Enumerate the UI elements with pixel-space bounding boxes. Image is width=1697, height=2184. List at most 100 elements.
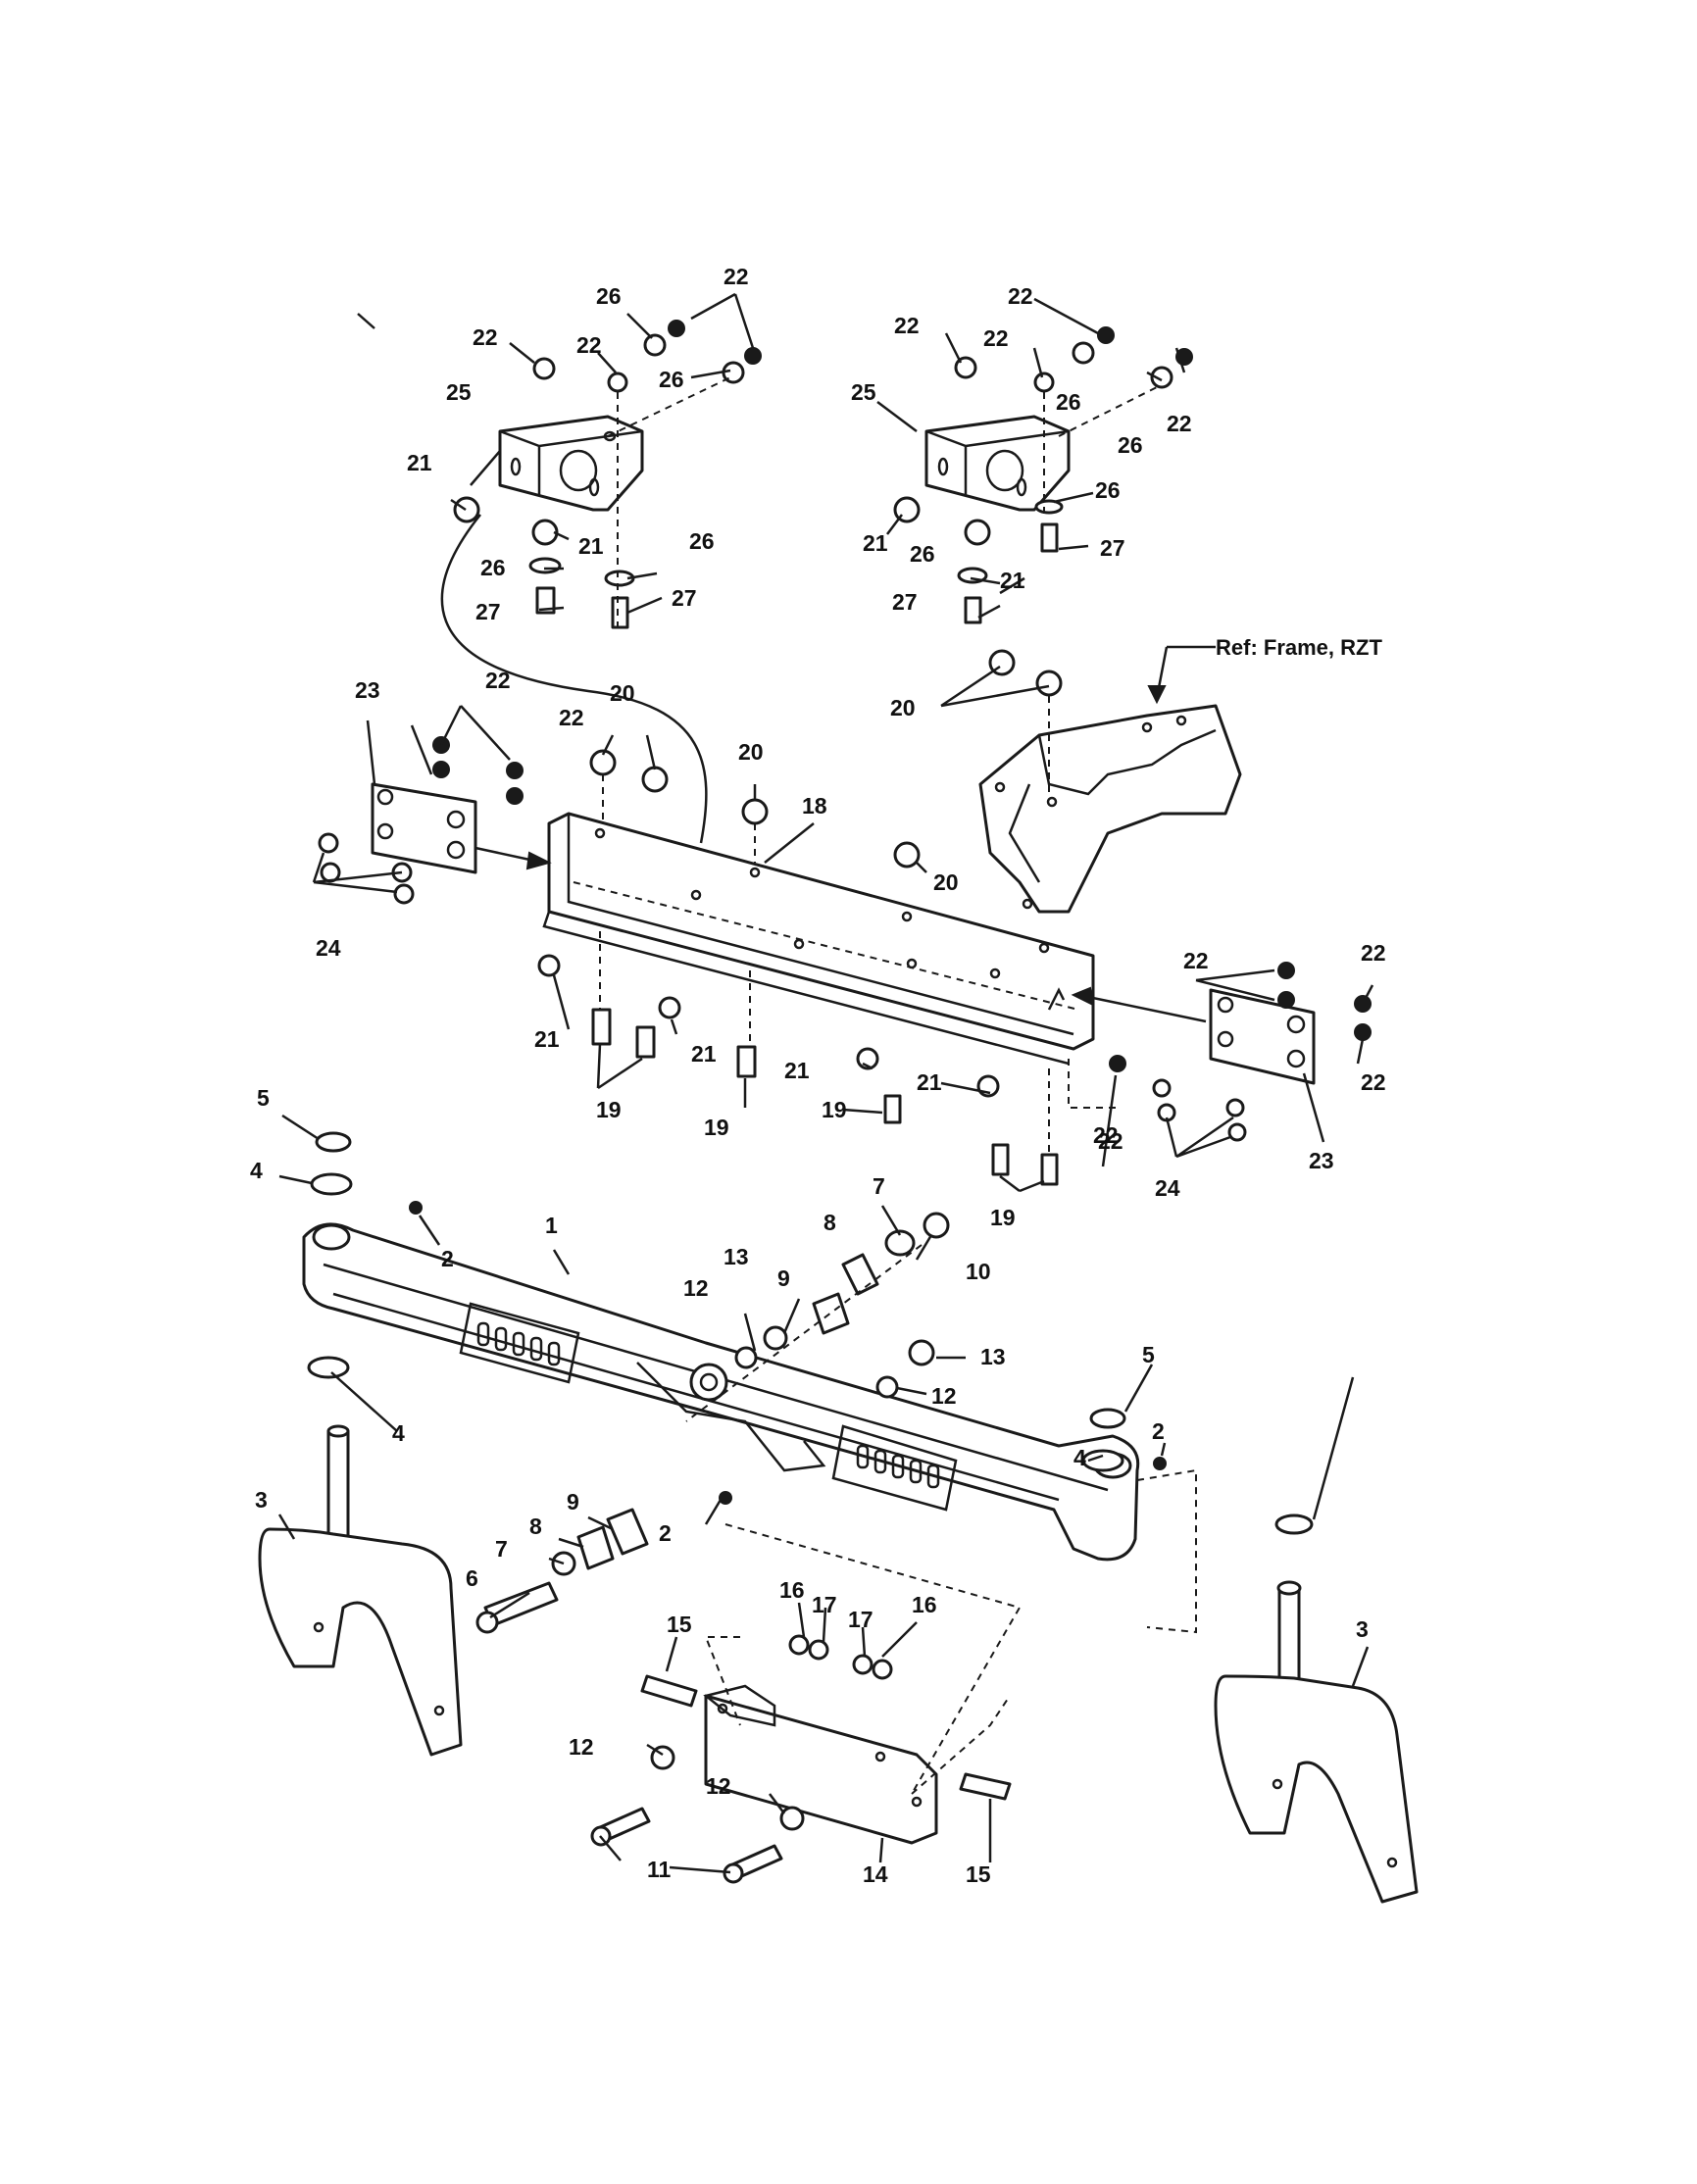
- bracket-14: [590, 1523, 1022, 1884]
- right-upper-bracket-group: [893, 326, 1193, 624]
- callout-3: 3: [255, 1487, 268, 1513]
- callout-10: 10: [966, 1259, 991, 1284]
- callout-21: 21: [407, 450, 432, 475]
- callout-6: 6: [466, 1565, 478, 1591]
- callout-23: 23: [1309, 1148, 1334, 1173]
- callout-15: 15: [667, 1612, 692, 1637]
- callout-21: 21: [784, 1058, 810, 1083]
- callout-15: 15: [966, 1861, 991, 1887]
- callout-13: 13: [724, 1244, 749, 1269]
- axle-1: [302, 1201, 1167, 1562]
- callout-12: 12: [683, 1275, 709, 1301]
- callout-27: 27: [892, 589, 918, 615]
- frame-reference: Ref: Frame, RZT: [978, 635, 1382, 914]
- callout-23: 23: [355, 677, 380, 703]
- callout-19: 19: [596, 1097, 622, 1122]
- callout-4: 4: [250, 1158, 263, 1183]
- callout-8: 8: [824, 1210, 836, 1235]
- callout-20: 20: [890, 695, 916, 720]
- callout-5: 5: [1142, 1342, 1155, 1367]
- callout-11: 11: [647, 1857, 672, 1882]
- callout-22: 22: [485, 668, 511, 693]
- callout-22: 22: [894, 313, 920, 338]
- callout-21: 21: [863, 530, 888, 556]
- callout-22: 22: [1167, 411, 1192, 436]
- callout-19: 19: [822, 1097, 847, 1122]
- plate-23-right: [1068, 962, 1372, 1142]
- callout-22: 22: [559, 705, 584, 730]
- left-spindle-group: [258, 1131, 463, 1757]
- callout-2: 2: [441, 1246, 454, 1271]
- pivot-hardware: [475, 1212, 950, 1634]
- callout-7: 7: [873, 1173, 885, 1199]
- callout-22: 22: [1361, 1069, 1386, 1095]
- callout-27: 27: [475, 599, 501, 624]
- nuts-20: [589, 649, 1063, 869]
- callout-4: 4: [392, 1420, 405, 1446]
- callout-21: 21: [1000, 568, 1025, 593]
- callout-17: 17: [812, 1592, 837, 1617]
- callout-24: 24: [316, 935, 341, 961]
- callout-12: 12: [706, 1773, 731, 1799]
- callout-3: 3: [1356, 1616, 1369, 1642]
- callout-7: 7: [495, 1536, 508, 1562]
- callout-22: 22: [1098, 1128, 1123, 1154]
- callout-12: 12: [931, 1383, 957, 1409]
- callout-19: 19: [990, 1205, 1016, 1230]
- callout-9: 9: [777, 1266, 790, 1291]
- callout-16: 16: [779, 1577, 805, 1603]
- callout-20: 20: [738, 739, 764, 765]
- callout-25: 25: [446, 379, 472, 405]
- callout-21: 21: [578, 533, 604, 559]
- callout-labels: 26 22 22 22 26 25 21 21 26 26 27 27 22 2…: [250, 264, 1386, 1887]
- callout-22: 22: [724, 264, 749, 289]
- callout-26: 26: [596, 283, 622, 309]
- callout-21: 21: [691, 1041, 717, 1067]
- callout-8: 8: [529, 1514, 542, 1539]
- callout-22: 22: [1183, 948, 1209, 973]
- callout-18: 18: [802, 793, 827, 819]
- callout-26: 26: [1056, 389, 1081, 415]
- callout-19: 19: [704, 1115, 729, 1140]
- callout-22: 22: [983, 325, 1009, 351]
- callout-2: 2: [1152, 1418, 1165, 1444]
- callout-26: 26: [480, 555, 506, 580]
- callout-2: 2: [659, 1520, 672, 1546]
- callout-26: 26: [1118, 432, 1143, 458]
- callout-27: 27: [672, 585, 697, 611]
- callout-13: 13: [980, 1344, 1006, 1369]
- callout-12: 12: [569, 1734, 594, 1760]
- callout-4: 4: [1073, 1445, 1086, 1470]
- callout-26: 26: [1095, 477, 1121, 503]
- callout-20: 20: [933, 869, 959, 895]
- callout-21: 21: [917, 1069, 942, 1095]
- right-bracket-25: [924, 415, 1071, 512]
- channel-18: [542, 812, 1095, 1066]
- callout-21: 21: [534, 1026, 560, 1052]
- callout-22: 22: [1008, 283, 1033, 309]
- callout-17: 17: [848, 1607, 873, 1632]
- callout-22: 22: [576, 332, 602, 358]
- callout-14: 14: [863, 1861, 888, 1887]
- ref-frame-label: Ref: Frame, RZT: [1216, 635, 1382, 660]
- callout-9: 9: [567, 1489, 579, 1514]
- bolts-19-pins-21: [537, 931, 1059, 1186]
- callout-24: 24: [1155, 1175, 1180, 1201]
- right-spindle-group: [1081, 1408, 1419, 1904]
- callout-16: 16: [912, 1592, 937, 1617]
- left-upper-bracket-group: [357, 313, 762, 844]
- callout-27: 27: [1100, 535, 1125, 561]
- callout-5: 5: [257, 1085, 270, 1111]
- callout-25: 25: [851, 379, 876, 405]
- callout-26: 26: [910, 541, 935, 567]
- callout-1: 1: [545, 1213, 558, 1238]
- plate-23-left: [318, 736, 552, 905]
- callout-22: 22: [1093, 1122, 1119, 1148]
- callout-22: 22: [473, 324, 498, 350]
- callout-20: 20: [610, 680, 635, 706]
- callout-26: 26: [689, 528, 715, 554]
- callout-26: 26: [659, 367, 684, 392]
- callout-22: 22: [1361, 940, 1386, 966]
- leader-lines: [277, 292, 1374, 1874]
